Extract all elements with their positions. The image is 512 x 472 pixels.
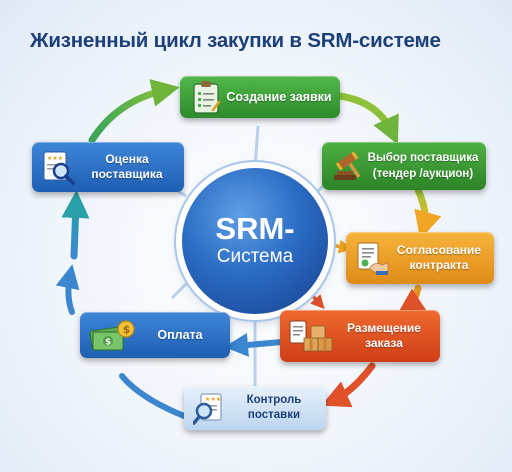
arc-payment-up <box>55 264 80 315</box>
clipboard-checklist-icon <box>188 79 224 115</box>
stage-select-supplier-label: Выбор поставщика <box>367 152 479 164</box>
stage-create-request-label: Создание заявки <box>226 89 332 104</box>
stage-payment-label: Оплата <box>157 327 203 342</box>
stage-order-placement-sublabel: заказа <box>365 336 403 350</box>
arc-create-to-select <box>336 92 399 145</box>
hub-subtitle: Система <box>216 246 294 267</box>
arc-payment-to-rating <box>61 190 90 260</box>
gavel-icon <box>330 148 366 184</box>
svg-text:★★★: ★★★ <box>205 396 221 403</box>
svg-text:$: $ <box>105 338 111 348</box>
stage-order-placement[interactable]: Размещение заказа <box>280 310 440 362</box>
svg-text:$: $ <box>123 323 131 336</box>
arc-control-to-payment-out <box>119 373 187 419</box>
hub-title: SRM- <box>215 211 295 246</box>
order-boxes-icon <box>288 318 334 354</box>
stage-delivery-control-label: Контроль <box>246 394 302 406</box>
stage-supplier-rating-label: Оценка <box>105 152 149 166</box>
srm-system-hub: SRM- Система <box>182 168 328 314</box>
page-title: Жизненный цикл закупки в SRM-системе <box>30 29 441 52</box>
stage-create-request[interactable]: Создание заявки <box>180 76 340 118</box>
contract-handshake-icon <box>354 240 390 276</box>
stage-select-supplier[interactable]: Выбор поставщика (тендер /аукцион) <box>322 142 486 190</box>
arc-contract-to-order <box>396 284 428 316</box>
arc-order-to-payment <box>224 333 285 357</box>
stage-order-placement-label: Размещение <box>347 321 421 335</box>
stage-delivery-control[interactable]: ★★★ Контроль поставки <box>184 386 326 430</box>
stage-delivery-control-sublabel: поставки <box>247 409 301 421</box>
money-coins-icon: $ $ <box>88 317 136 353</box>
arc-select-to-contract <box>414 186 442 240</box>
stage-contract-approval[interactable]: Согласование контракта <box>346 232 494 284</box>
stage-supplier-rating[interactable]: ★★★ Оценка поставщика <box>32 142 184 192</box>
stage-contract-approval-label: Согласование <box>396 243 482 257</box>
stage-payment[interactable]: $ $ Оплата <box>80 312 230 358</box>
stage-select-supplier-sublabel: (тендер /аукцион) <box>372 168 474 180</box>
inspection-magnifier-icon: ★★★ <box>192 390 228 426</box>
arc-rating-to-create <box>88 79 180 144</box>
arc-order-to-control <box>321 362 376 408</box>
stage-contract-approval-sublabel: контракта <box>409 258 469 272</box>
rating-magnifier-icon: ★★★ <box>40 149 76 185</box>
svg-text:★★★: ★★★ <box>47 155 63 162</box>
stage-supplier-rating-sublabel: поставщика <box>91 167 163 181</box>
